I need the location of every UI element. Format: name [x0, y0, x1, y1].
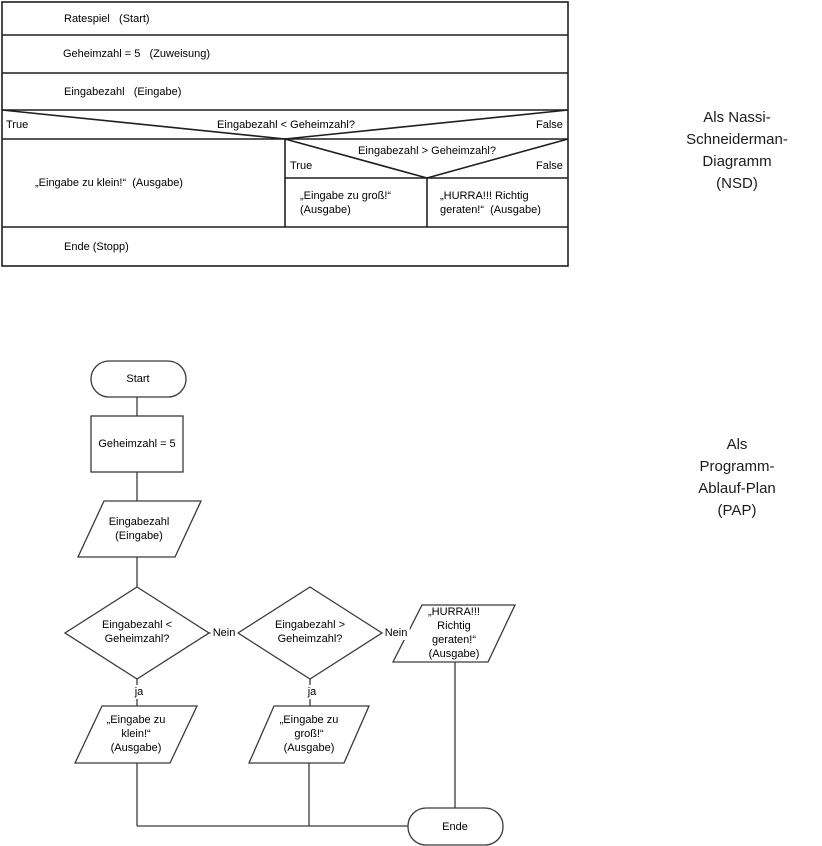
flow-output-win-parallelogram [391, 604, 517, 663]
flow-decision1-label: Eingabezahl < Geheimzahl? [101, 619, 173, 645]
flow-input-parallelogram [76, 500, 203, 558]
flowchart-group [63, 360, 517, 846]
flow-output-big-label: „Eingabe zu groß!“ (Ausgabe) [279, 714, 339, 754]
flow-end-terminator [407, 807, 504, 846]
flow-assign-label: Geheimzahl = 5 [98, 438, 176, 450]
flow-input-label: Eingabezahl (Eingabe) [108, 516, 170, 542]
flow-decision1-diamond [63, 586, 211, 680]
nsd-group [1, 1, 569, 267]
nsd-condition1-true-label: True [6, 119, 29, 131]
flow-no2-label: Nein [382, 626, 410, 640]
nsd-decision2-diagonal-left [284, 138, 428, 179]
nsd-decision1-diagonal-right [284, 109, 569, 140]
nsd-condition2-label: Eingabezahl > Geheimzahl? [358, 145, 496, 157]
nsd-decision1-diagonal-left [1, 109, 286, 140]
flow-output-win-label: „HURRA!!! Richtig geraten!“ (Ausgabe) [428, 606, 480, 660]
nsd-row-start-label: Ratespiel (Start) [64, 13, 150, 25]
flow-start-label: Start [126, 373, 150, 385]
flow-output-small-label: „Eingabe zu klein!“ (Ausgabe) [106, 714, 166, 754]
nsd-decision2-diagonal-right [426, 138, 569, 179]
nsd-branch-win-label: „HURRA!!! Richtig geraten!“ (Ausgabe) [440, 190, 541, 216]
nsd-row-assign-label: Geheimzahl = 5 (Zuweisung) [63, 48, 211, 60]
flow-decision2-label: Eingabezahl > Geheimzahl? [274, 619, 346, 645]
nsd-condition2-true-label: True [290, 160, 313, 172]
flow-assign-process [90, 415, 184, 473]
nsd-condition1-label: Eingabezahl < Geheimzahl? [217, 119, 355, 131]
flow-no1-label: Nein [210, 626, 238, 640]
flow-output-small-parallelogram [73, 705, 199, 764]
flow-yes1-label: ja [132, 685, 146, 699]
nsd-outer-border [1, 1, 569, 267]
nsd-row-end-label: Ende (Stopp) [64, 241, 129, 253]
nsd-condition1-false-label: False [536, 119, 563, 131]
nsd-branch-big-label: „Eingabe zu groß!“ (Ausgabe) [300, 190, 392, 216]
flow-output-big-parallelogram [248, 705, 370, 764]
nsd-row-input-label: Eingabezahl (Eingabe) [64, 86, 182, 98]
flow-yes2-label: ja [305, 685, 319, 699]
nsd-branch-small-label: „Eingabe zu klein!“ (Ausgabe) [35, 177, 183, 189]
nsd-condition2-false-label: False [536, 160, 563, 172]
flow-start-terminator [90, 360, 187, 398]
flow-end-label: Ende [442, 821, 468, 833]
nsd-caption: Als Nassi- Schneiderman- Diagramm (NSD) [686, 109, 788, 192]
pap-caption: Als Programm- Ablauf-Plan (PAP) [698, 436, 776, 519]
flow-decision2-diamond [236, 586, 384, 680]
